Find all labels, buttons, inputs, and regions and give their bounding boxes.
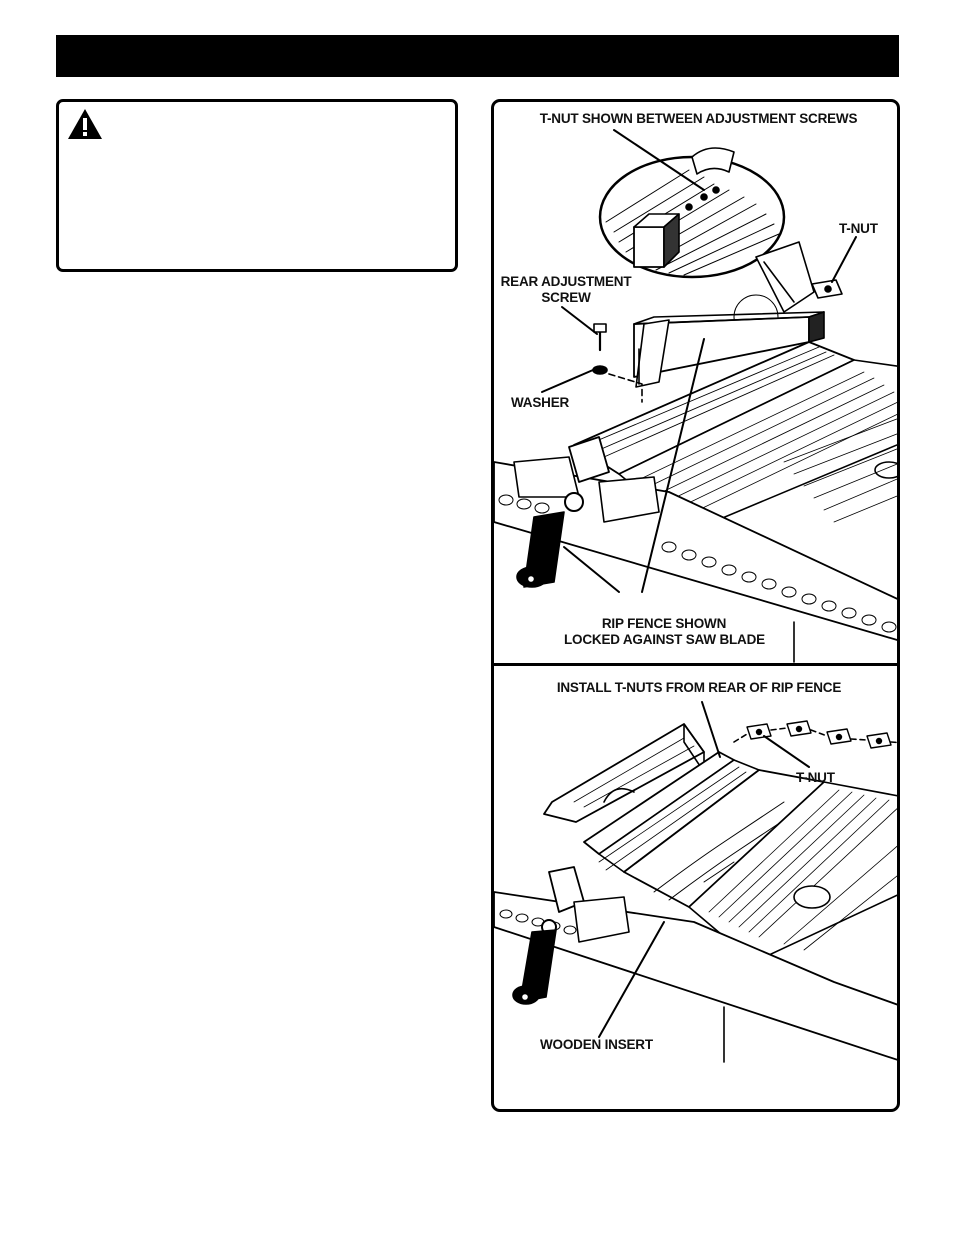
label-tnut-between: T-NUT SHOWN BETWEEN ADJUSTMENT SCREWS [539,111,858,126]
label-tnut-top: T-NUT [839,221,878,236]
label-rip-fence-line2: LOCKED AGAINST SAW BLADE [564,632,765,647]
label-rip-fence-line1: RIP FENCE SHOWN [601,616,727,631]
warning-box [56,99,458,272]
label-install-tnuts: INSTALL T-NUTS FROM REAR OF RIP FENCE [556,680,842,695]
header-bar [56,35,899,77]
label-washer: WASHER [511,395,570,410]
label-tnut-bottom: T-NUT [796,770,835,785]
label-wooden-insert: WOODEN INSERT [540,1037,653,1052]
figure-divider [494,663,897,666]
label-rear-adjustment-line2: SCREW [541,290,591,305]
label-rear-adjustment-line1: REAR ADJUSTMENT [500,274,632,289]
figure-illustration [494,129,897,1063]
figure-panel: T-NUT SHOWN BETWEEN ADJUSTMENT SCREWS T-… [491,99,900,1112]
warning-triangle-icon [68,109,102,139]
